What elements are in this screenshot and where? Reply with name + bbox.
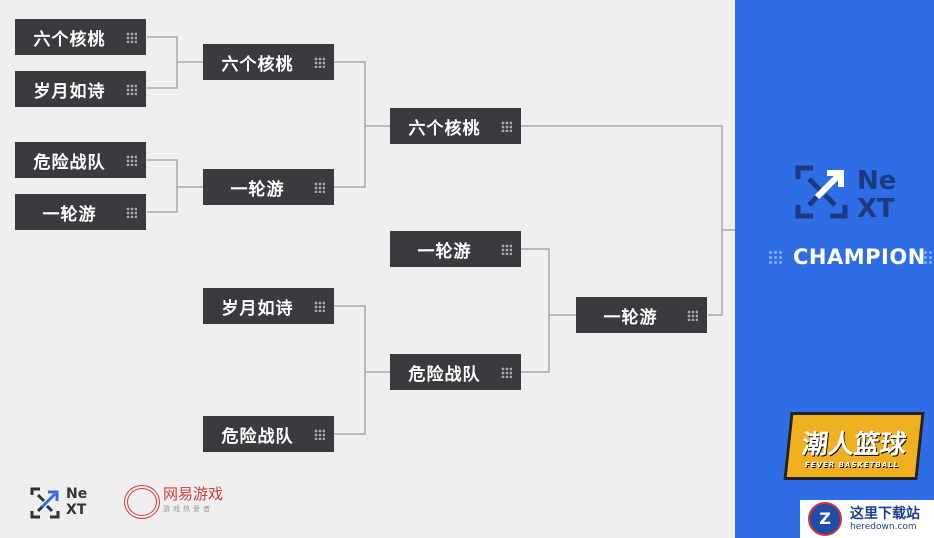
next-sponsor-text: NeXT — [66, 486, 88, 518]
team-slot[interactable]: 危险战队 — [203, 416, 334, 452]
team-slot[interactable]: 一轮游 — [390, 231, 521, 267]
team-slot[interactable]: 一轮游 — [15, 194, 146, 230]
netease-logo: 网易游戏游戏热爱者 — [124, 485, 223, 519]
team-slot[interactable]: 一轮游 — [576, 297, 707, 333]
next-logo: Ne XT — [795, 165, 896, 219]
team-name: 六个核桃 — [221, 54, 294, 75]
team-name: 一轮游 — [417, 241, 472, 262]
team-name: 危险战队 — [221, 426, 294, 447]
team-name: 一轮游 — [603, 307, 658, 328]
team-slot[interactable]: 岁月如诗 — [203, 288, 334, 324]
team-slot[interactable]: 六个核桃 — [390, 108, 521, 144]
champion-label: CHAMPION — [793, 245, 926, 269]
team-slot[interactable]: 六个核桃 — [15, 19, 146, 55]
team-name: 危险战队 — [408, 364, 481, 385]
team-slot[interactable]: 危险战队 — [15, 142, 146, 178]
team-name: 危险战队 — [33, 152, 106, 173]
grid-icon — [126, 155, 137, 166]
dots-icon — [923, 250, 934, 266]
team-slot[interactable]: 六个核桃 — [203, 44, 334, 80]
grid-icon — [501, 244, 512, 255]
team-slot[interactable]: 岁月如诗 — [15, 71, 146, 107]
grid-icon — [501, 121, 512, 132]
team-name: 岁月如诗 — [33, 81, 106, 102]
grid-icon — [126, 32, 137, 43]
grid-icon — [501, 367, 512, 378]
team-name: 一轮游 — [42, 204, 97, 225]
dots-icon — [768, 250, 784, 266]
grid-icon — [314, 429, 325, 440]
team-name: 六个核桃 — [408, 118, 481, 139]
grid-icon — [126, 207, 137, 218]
next-sponsor-logo — [30, 487, 60, 519]
grid-icon — [314, 57, 325, 68]
svg-text:Ne: Ne — [857, 166, 896, 196]
team-slot[interactable]: 危险战队 — [390, 354, 521, 390]
team-name: 一轮游 — [230, 179, 285, 200]
grid-icon — [126, 84, 137, 95]
svg-text:XT: XT — [857, 194, 895, 219]
team-slot[interactable]: 一轮游 — [203, 169, 334, 205]
team-name: 六个核桃 — [33, 29, 106, 50]
team-name: 岁月如诗 — [221, 298, 294, 319]
grid-icon — [314, 182, 325, 193]
grid-icon — [314, 301, 325, 312]
grid-icon — [687, 310, 698, 321]
